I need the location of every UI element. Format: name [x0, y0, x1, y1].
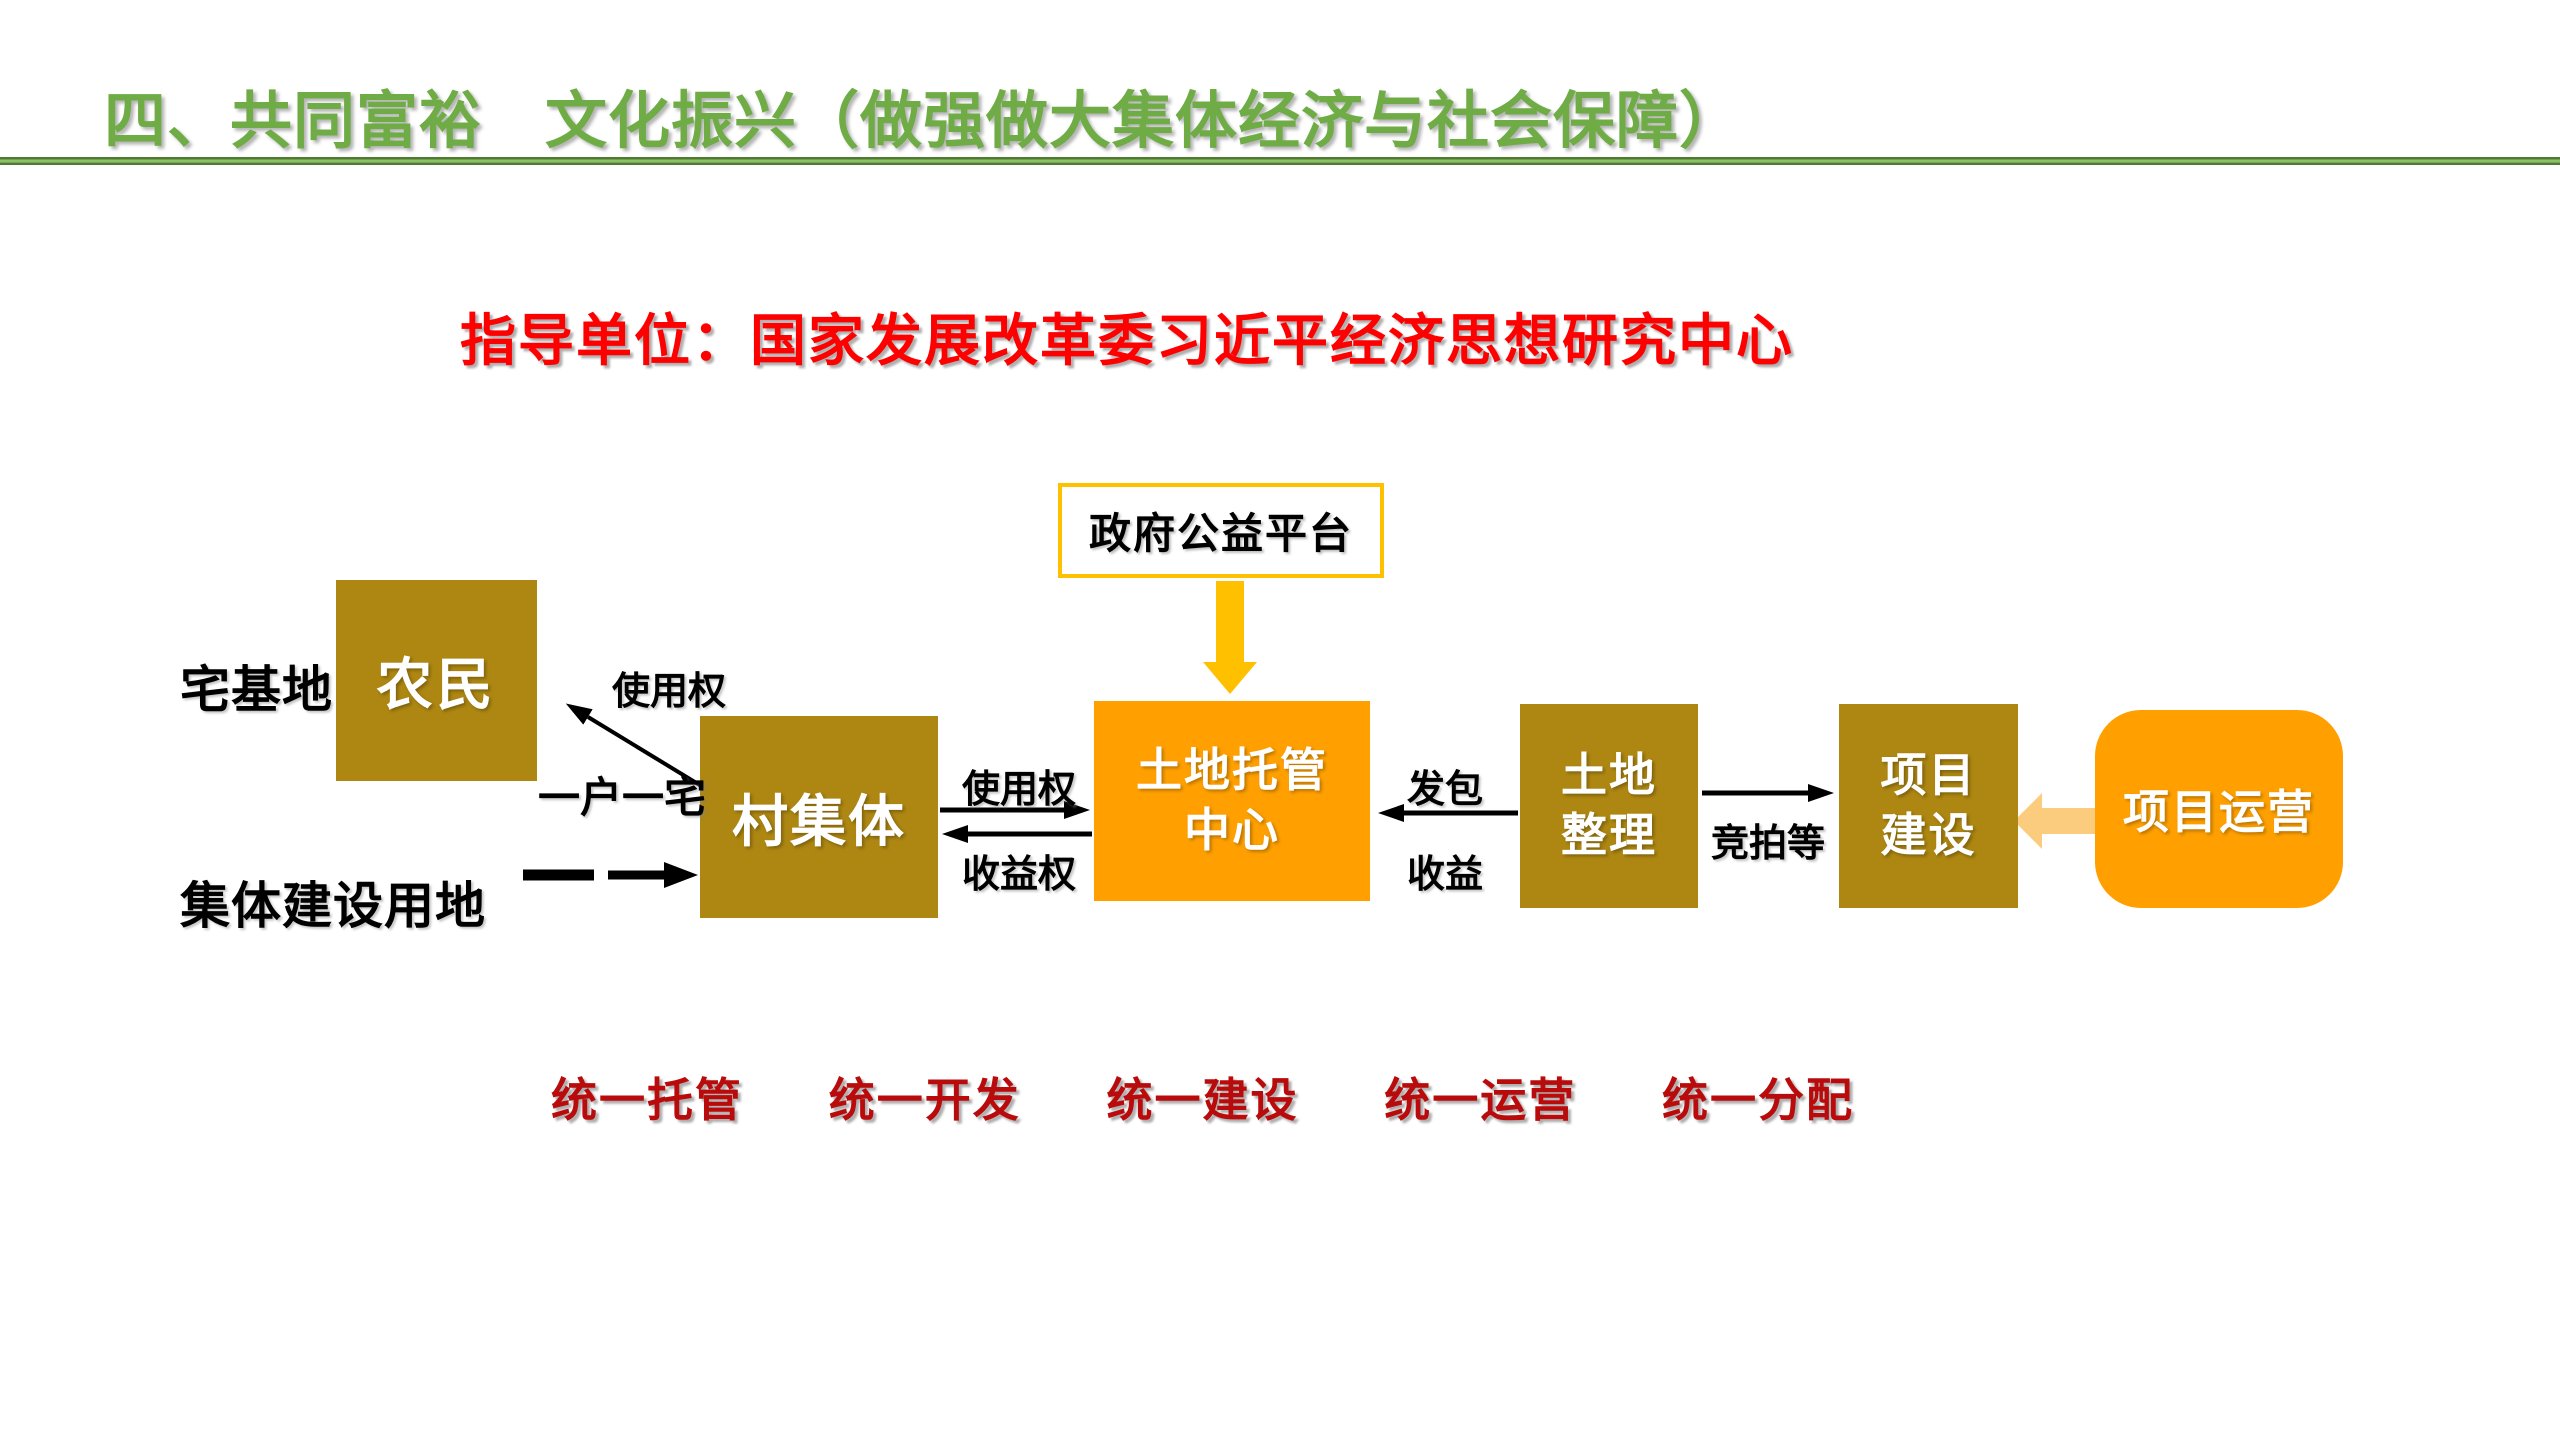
land-trust-center-line1: 土地托管 — [1136, 744, 1328, 797]
slogan-unified-trusteeship: 统一托管 — [551, 1074, 743, 1126]
slogan-unified-operation: 统一运营 — [1384, 1074, 1577, 1126]
project-operation-label: 项目运营 — [2123, 786, 2315, 838]
project-construction-box: 项目 建设 — [1839, 704, 2018, 908]
usage-right-label: 使用权 — [962, 769, 1077, 811]
slogan-unified-distribution: 统一分配 — [1662, 1074, 1854, 1126]
usage-right-upper-label: 使用权 — [612, 671, 727, 713]
subtitle: 指导单位：国家发展改革委习近平经济思想研究中心 — [460, 309, 1794, 372]
land-trust-center-box: 土地托管 中心 — [1094, 701, 1370, 901]
land-consolidation-box: 土地 整理 — [1520, 704, 1698, 908]
homestead-label: 宅基地 — [180, 662, 333, 718]
project-operation-box: 项目运营 — [2095, 710, 2343, 908]
title-divider-line — [0, 157, 2560, 165]
page-title: 四、共同富裕 文化振兴（做强做大集体经济与社会保障） — [104, 87, 1743, 156]
operation-to-construction-arrow-icon — [2014, 793, 2100, 849]
project-construction-label: 项目 建设 — [1881, 746, 1977, 866]
gov-platform-box: 政府公益平台 — [1058, 483, 1384, 578]
slogan-unified-development: 统一开发 — [828, 1074, 1021, 1126]
footer-slogan-row: 统一托管 统一开发 统一建设 统一运营 统一分配 — [551, 1064, 1854, 1130]
farmer-box: 农民 — [336, 580, 537, 781]
income-right-label: 收益权 — [962, 854, 1077, 896]
land-consolidation-line1: 土地 — [1561, 749, 1657, 802]
land-consolidation-label: 土地 整理 — [1561, 746, 1657, 866]
village-collective-box: 村集体 — [700, 716, 938, 918]
project-construction-line1: 项目 — [1880, 749, 1977, 802]
contract-award-label: 发包 — [1407, 769, 1484, 811]
auction-label: 竞拍等 — [1711, 823, 1826, 865]
farmer-label: 农民 — [376, 653, 497, 716]
slogan-unified-construction: 统一建设 — [1106, 1074, 1299, 1126]
village-collective-label: 村集体 — [732, 789, 906, 853]
land-trust-center-line2: 中心 — [1184, 804, 1280, 856]
collective-construction-land-label: 集体建设用地 — [180, 878, 486, 934]
one-household-one-home-label: 一户一宅 — [538, 774, 707, 821]
down-arrow-icon — [1203, 581, 1257, 694]
income-label: 收益 — [1407, 854, 1484, 896]
project-construction-line2: 建设 — [1880, 809, 1977, 861]
land-consolidation-line2: 整理 — [1561, 809, 1657, 861]
land-trust-center-label: 土地托管 中心 — [1136, 741, 1328, 861]
gov-platform-label: 政府公益平台 — [1088, 510, 1353, 557]
